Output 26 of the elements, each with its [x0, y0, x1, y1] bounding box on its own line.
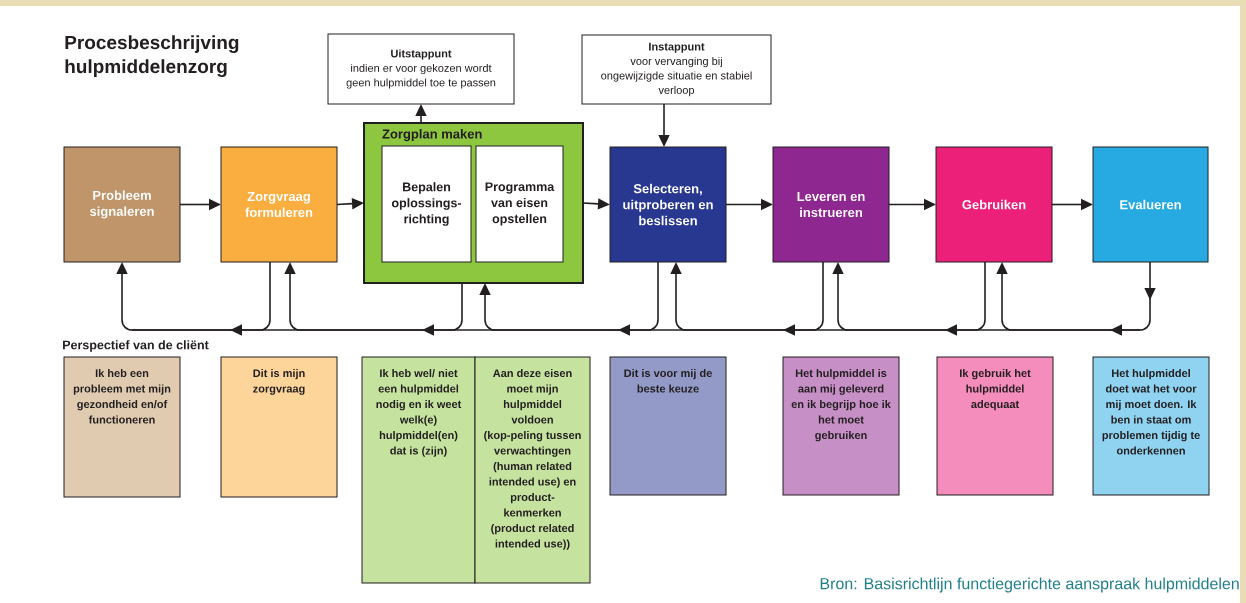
- perspective-box: Dit is voor mij de beste keuze: [609, 356, 727, 496]
- feedback-arrow: [832, 261, 986, 336]
- process-box: Evalueren: [1092, 146, 1209, 263]
- process-box: Selecteren, uitproberen en beslissen: [609, 146, 727, 263]
- source-note: Bron: Basisrichtlijn functiegerichte aanspraak hulpmiddelen: [820, 577, 1239, 593]
- feedback-arrow: [996, 261, 1156, 336]
- perspective-box: Aan deze eisen moet mijn hulpmiddel voldoen (kop-peling tussen verwachtingen (human related intended use) en product-kenmerken (product related intended use)): [474, 356, 591, 584]
- section-label: Perspectief van de cliënt: [63, 340, 209, 352]
- feedback-arrow: [116, 261, 271, 336]
- feedback-arrow: [670, 261, 824, 336]
- sub-box: Bepalen oplossings-richting: [381, 145, 472, 263]
- perspective-box: Dit is mijn zorgvraag: [220, 356, 338, 498]
- sub-box: Programma van eisen opstellen: [475, 145, 564, 263]
- process-box: Leveren en instrueren: [772, 146, 890, 263]
- feedback-arrow: [479, 261, 659, 336]
- process-box: Gebruiken: [935, 146, 1053, 263]
- note-box: Instappunt voor vervanging bij ongewijzigde situatie en stabiel verloop: [581, 34, 772, 105]
- note-box: Uitstappunt indien er voor gekozen wordt geen hulpmiddel toe te passen: [327, 33, 515, 105]
- perspective-box: Ik heb een probleem met mijn gezondheid en/of functioneren: [63, 356, 181, 498]
- process-box: Probleem signaleren: [63, 146, 181, 263]
- perspective-box: Ik gebruik het hulpmiddel adequaat: [936, 356, 1054, 496]
- perspective-box: Het hulpmiddel is aan mij geleverd en ik begrijp hoe ik het moet gebruiken: [782, 356, 900, 496]
- perspective-box: Ik heb wel/ niet een hulpmiddel nodig en ik weet welk(e) hulpmiddel(en) dat is (zijn): [361, 356, 476, 584]
- process-box: Zorgvraag formuleren: [220, 146, 338, 263]
- perspective-box: Het hulpmiddel doet wat het voor mij moet doen. Ik ben in staat om problemen tijdig te onderkennen: [1092, 356, 1210, 496]
- title: Procesbeschrijving hulpmiddelenzorg: [65, 35, 239, 77]
